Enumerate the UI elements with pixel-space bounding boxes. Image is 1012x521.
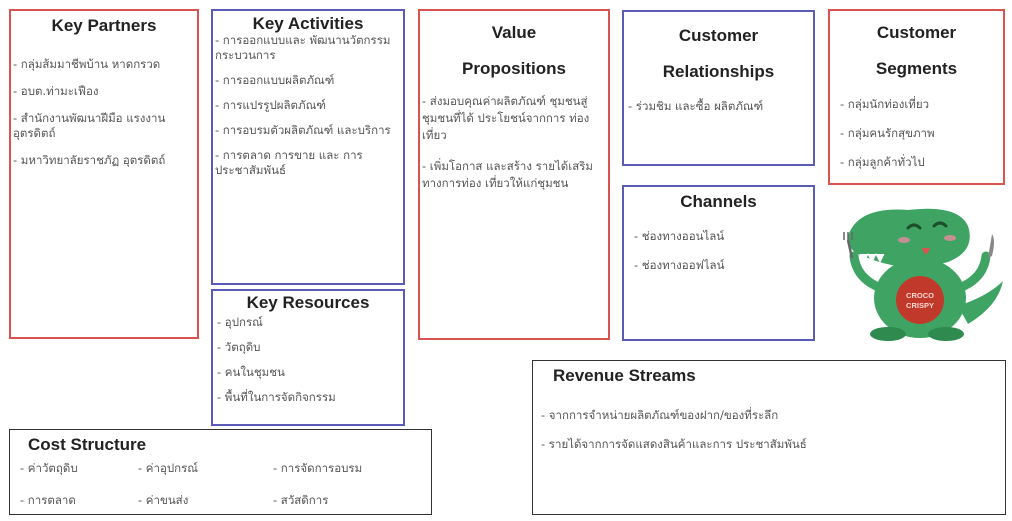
channels-title: Channels [680,192,757,211]
title-line: Customer [678,26,759,45]
key-resources-list: - อุปกรณ์ - วัตถุดิบ - คนในชุมชน - พื้นท… [213,315,403,405]
crocodile-mascot-icon: CROCO CRISPY [838,196,1008,341]
customer-relationships-title: Customer Relationships [624,18,813,90]
mascot-teeth [859,252,885,264]
list-item: - มหาวิทยาลัยราชภัฏ อุตรดิตถ์ [13,153,166,167]
list-item: - การแปรรูปผลิตภัณฑ์ [215,98,326,112]
key-activities-title: Key Activities [252,14,364,33]
key-activities-box: Key Activities - การออกแบบและ พัฒนานวัตก… [211,9,405,285]
list-item: - การจัดการอบรม [273,461,363,475]
list-item: - ช่องทางออนไลน์ [634,229,725,243]
cost-structure-title: Cost Structure [28,435,147,454]
list-item: - อุปกรณ์ [217,315,263,329]
list-item: - การอบรมตัวผลิตภัณฑ์ และบริการ [215,123,391,137]
list-item: - จากการจำหน่ายผลิตภัณฑ์ของฝาก/ของที่ระล… [541,408,779,422]
value-propositions-box: Value Propositions - ส่งมอบคุณค่าผลิตภัณ… [418,9,610,340]
list-item: - ช่องทางออฟไลน์ [634,258,725,272]
value-propositions-title: Value Propositions [420,15,608,87]
title-line: Segments [875,59,958,78]
list-item: - คนในชุมชน [217,365,285,379]
list-item: - อบต.ท่ามะเฟือง [13,84,99,98]
list-item: - กลุ่มลูกค้าทั่วไป [840,155,925,169]
mascot-foot [870,327,906,341]
revenue-streams-title: Revenue Streams [553,366,696,385]
key-resources-title: Key Resources [246,293,370,312]
badge-text-line: CROCO [906,291,934,300]
customer-relationships-list: - ร่วมชิม และซื้อ ผลิตภัณฑ์ [624,96,813,116]
list-item: - สำนักงานพัฒนาฝีมือ แรงงานอุตรดิตถ์ [13,111,166,140]
list-item: - กลุ่มคนรักสุขภาพ [840,126,935,140]
mascot-belly-badge [896,276,944,324]
list-item: - พื้นที่ในการจัดกิจกรรม [217,390,336,404]
title-line: Propositions [462,59,566,78]
value-propositions-list: - ส่งมอบคุณค่าผลิตภัณฑ์ ชุมชนสู่ชุมชนที่… [420,93,608,192]
key-resources-box: Key Resources - อุปกรณ์ - วัตถุดิบ - คนใ… [211,289,405,426]
list-item: - วัตถุดิบ [217,340,261,354]
mascot-foot [928,327,964,341]
customer-segments-box: Customer Segments - กลุ่มนักท่องเที่ยว -… [828,9,1005,185]
list-item: - การตลาด การขาย และ การประชาสัมพันธ์ [215,148,363,177]
key-partners-box: Key Partners - กลุ่มส้มมาชีพบ้าน หาดกรวด… [9,9,199,339]
cost-structure-box: Cost Structure - ค่าวัตถุดิบ - ค่าอุปกรณ… [9,429,432,515]
list-item: - ค่าอุปกรณ์ [138,461,198,475]
title-line: Value [491,23,537,42]
list-item: - ร่วมชิม และซื้อ ผลิตภัณฑ์ [628,99,764,113]
list-item: - สวัสดิการ [273,493,329,507]
revenue-streams-box: Revenue Streams - จากการจำหน่ายผลิตภัณฑ์… [532,360,1006,515]
mascot-arm [849,251,881,291]
title-line: Customer [876,23,957,42]
list-item: - เพิ่มโอกาส และสร้าง รายได้เสริมทางการท… [422,159,593,190]
knife-icon [988,234,994,258]
list-item: - การตลาด [20,493,76,507]
badge-text-line: CRISPY [906,301,934,310]
list-item: - การออกแบบและ พัฒนานวัตกรรม กระบวนการ [215,33,391,62]
mascot-arm [959,251,991,291]
fork-icon [846,239,854,259]
key-partners-list: - กลุ่มส้มมาชีพบ้าน หาดกรวด - อบต.ท่ามะเ… [11,57,197,168]
cost-structure-list: - ค่าวัตถุดิบ - ค่าอุปกรณ์ - การจัดการอบ… [10,456,431,510]
channels-box: Channels - ช่องทางออนไลน์ - ช่องทางออฟไล… [622,185,815,341]
customer-segments-list: - กลุ่มนักท่องเที่ยว - กลุ่มคนรักสุขภาพ … [830,97,1003,170]
customer-segments-title: Customer Segments [830,15,1003,87]
mascot-eye [932,221,948,228]
mascot-cheek [944,235,956,241]
fork-tines [843,232,853,240]
list-item: - กลุ่มส้มมาชีพบ้าน หาดกรวด [13,57,161,71]
title-line: Relationships [662,62,775,81]
list-item: - ส่งมอบคุณค่าผลิตภัณฑ์ ชุมชนสู่ชุมชนที่… [422,94,590,142]
list-item: - ค่าวัตถุดิบ [20,461,78,475]
mascot-tongue [922,248,930,254]
list-item: - ค่าขนส่ง [138,493,189,507]
list-item: - กลุ่มนักท่องเที่ยว [840,97,930,111]
list-item: - การออกแบบผลิตภัณฑ์ [215,73,335,87]
customer-relationships-box: Customer Relationships - ร่วมชิม และซื้อ… [622,10,815,166]
key-activities-list: - การออกแบบและ พัฒนานวัตกรรม กระบวนการ -… [213,33,403,178]
mascot-cheek [898,237,910,243]
revenue-streams-list: - จากการจำหน่ายผลิตภัณฑ์ของฝาก/ของที่ระล… [533,407,1005,453]
mascot-tail [958,281,1003,324]
key-partners-title: Key Partners [51,16,157,35]
list-item: - รายได้จากการจัดแสดงสินค้าและการ ประชาส… [541,437,807,451]
mascot-eye [906,223,922,230]
channels-list: - ช่องทางออนไลน์ - ช่องทางออฟไลน์ [624,229,813,273]
